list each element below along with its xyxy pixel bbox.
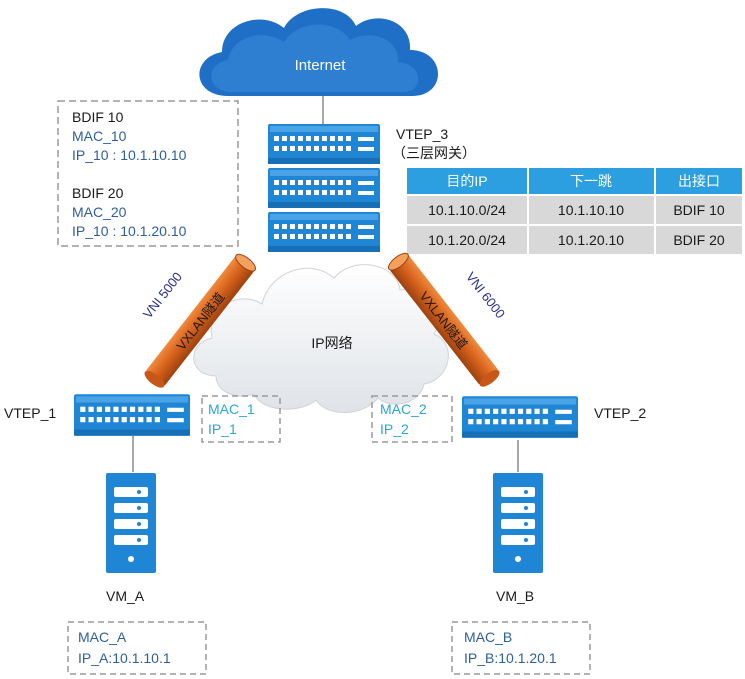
vtep1-switch (74, 394, 190, 436)
route-table-cell: 10.1.20.0/24 (428, 232, 506, 248)
vtep2-mac: MAC_2 (380, 401, 427, 417)
vm-a-server-icon (106, 473, 156, 573)
vm-a-address-box: MAC_A IP_A:10.1.10.1 (67, 621, 207, 675)
bdif10-mac: MAC_10 (72, 128, 127, 144)
route-table-cell: BDIF 20 (673, 232, 725, 248)
vtep2-name: VTEP_2 (594, 405, 646, 421)
bdif20-mac: MAC_20 (72, 204, 127, 220)
vm-b-address-box: MAC_B IP_B:10.1.20.1 (451, 621, 591, 675)
bdif10-name: BDIF 10 (72, 109, 124, 125)
internet-cloud: Internet (199, 8, 439, 96)
route-table-cell: 10.1.10.10 (558, 202, 624, 218)
vni-6000-label: VNI 6000 (463, 269, 508, 321)
bdif10-ip: IP_10 : 10.1.10.10 (72, 147, 187, 163)
route-table-header-dest: 目的IP (446, 173, 487, 189)
bdif20-name: BDIF 20 (72, 185, 124, 201)
vtep3-role: （三层网关） (392, 145, 476, 161)
vni-5000-label: VNI 5000 (140, 269, 185, 321)
route-table-cell: 10.1.20.10 (558, 232, 624, 248)
vm-a-mac: MAC_A (78, 629, 127, 645)
internet-label: Internet (295, 57, 347, 74)
vtep2-ip: IP_2 (380, 421, 409, 437)
vtep3-switch-unit-2 (268, 168, 380, 208)
vtep1-ip: IP_1 (208, 421, 237, 437)
vm-b-mac: MAC_B (464, 629, 512, 645)
vm-a-name: VM_A (106, 588, 145, 604)
bdif20-ip: IP_10 : 10.1.20.10 (72, 223, 187, 239)
gateway-bdif-box: BDIF 10 MAC_10 IP_10 : 10.1.10.10 BDIF 2… (57, 100, 239, 247)
vtep3-name: VTEP_3 (396, 126, 448, 142)
connection-lines (132, 96, 519, 472)
route-table: 目的IP 下一跳 出接口 10.1.10.0/24 10.1.10.10 BDI… (407, 168, 742, 254)
vm-a-ip: IP_A:10.1.10.1 (78, 650, 171, 666)
route-table-cell: BDIF 10 (673, 202, 725, 218)
ip-network-label: IP网络 (311, 335, 352, 351)
vtep1-address-box: MAC_1 IP_1 (201, 395, 281, 443)
route-table-cell: 10.1.10.0/24 (428, 202, 506, 218)
vtep3-switch-unit-3 (268, 212, 380, 252)
vm-b-ip: IP_B:10.1.20.1 (464, 650, 557, 666)
ip-network-cloud: IP网络 (193, 264, 449, 413)
route-table-header-nexthop: 下一跳 (570, 173, 612, 189)
vm-b-server-icon (493, 473, 543, 573)
vtep3-switch-unit-1 (268, 124, 380, 164)
vtep2-address-box: MAC_2 IP_2 (371, 395, 453, 443)
vm-b-name: VM_B (496, 588, 534, 604)
vtep1-mac: MAC_1 (208, 401, 255, 417)
vtep2-switch (462, 396, 578, 438)
vtep3-switch-stack (268, 124, 380, 252)
route-table-header-interface: 出接口 (678, 173, 720, 189)
vtep1-name: VTEP_1 (4, 405, 56, 421)
